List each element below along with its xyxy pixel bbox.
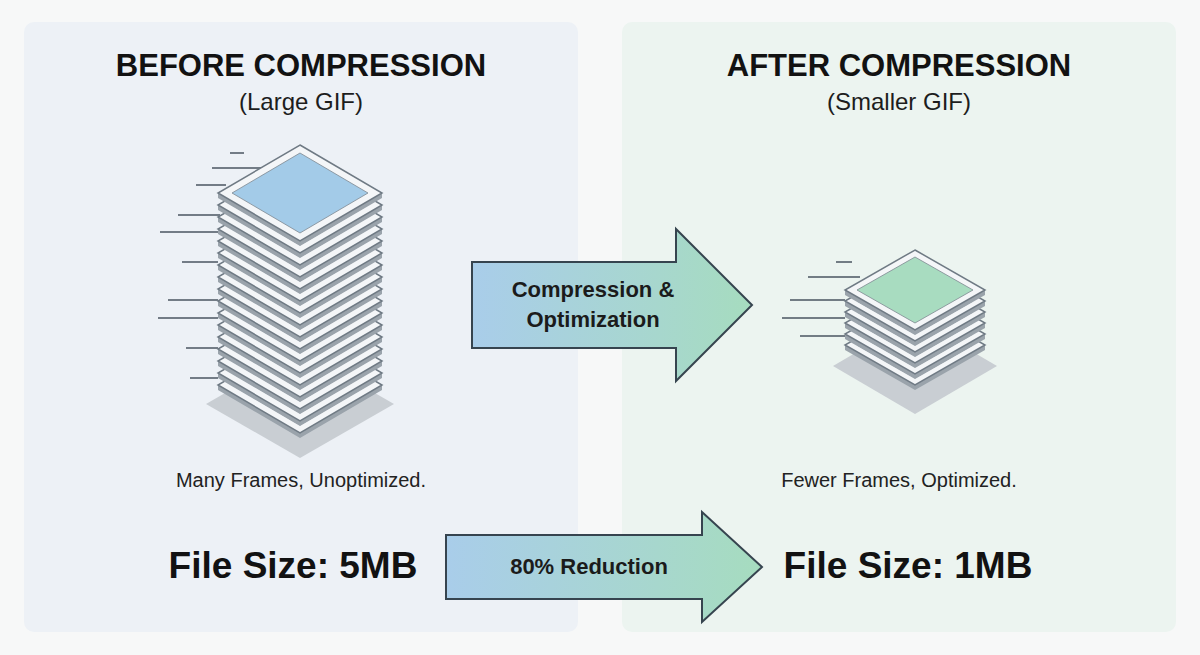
frame-plate <box>218 277 382 378</box>
speed-line <box>190 377 218 379</box>
speed-line <box>782 317 845 319</box>
speed-line <box>182 261 218 263</box>
frame-tint <box>232 201 368 281</box>
stack-shadow <box>206 350 394 458</box>
panel-subheading: (Smaller GIF) <box>622 88 1176 116</box>
frame-plate <box>218 337 382 438</box>
frame-plate <box>218 241 382 342</box>
small-frame-stack <box>833 250 997 414</box>
frame-tint <box>232 165 368 245</box>
frame-tint <box>232 237 368 317</box>
frame-plate <box>845 272 985 357</box>
file-size: File Size: 5MB <box>140 545 446 588</box>
frame-top <box>232 153 368 233</box>
frame-top <box>857 257 973 323</box>
frame-tint <box>232 177 368 257</box>
speed-line <box>836 261 852 263</box>
frame-tint <box>232 321 368 401</box>
frame-tint <box>857 301 973 367</box>
panel-heading: AFTER COMPRESSION <box>622 48 1176 84</box>
frame-tint <box>857 268 973 334</box>
speed-line <box>790 299 845 301</box>
frame-tint <box>857 290 973 356</box>
frame-tint <box>857 279 973 345</box>
arrow-label: 80% Reduction <box>459 552 719 582</box>
speed-line <box>186 347 218 349</box>
frame-plate <box>845 305 985 390</box>
frame-tint <box>232 261 368 341</box>
frame-tint <box>232 285 368 365</box>
speed-line <box>808 276 860 278</box>
frame-plate <box>218 313 382 414</box>
frame-tint <box>232 333 368 413</box>
speed-line <box>160 231 218 233</box>
frame-plate <box>218 265 382 366</box>
frame-plate <box>218 217 382 318</box>
arrow-label: Compression & Optimization <box>493 275 693 334</box>
frame-plate <box>845 283 985 368</box>
frame-plate <box>218 193 382 294</box>
speed-line <box>212 167 262 169</box>
frame-plate <box>845 294 985 379</box>
frame-plate <box>218 205 382 306</box>
file-size-box: File Size: 5MB <box>140 537 446 597</box>
speed-line <box>800 335 845 337</box>
file-size: File Size: 1MB <box>762 545 1054 588</box>
frame-tint <box>232 309 368 389</box>
frame-plate <box>218 157 382 258</box>
speed-line <box>168 299 218 301</box>
frame-plate <box>845 261 985 346</box>
speed-line <box>196 184 226 186</box>
speed-lines <box>158 153 860 378</box>
speed-line <box>230 152 244 154</box>
frame-tint <box>232 249 368 329</box>
frame-plate <box>218 301 382 402</box>
panel-heading: BEFORE COMPRESSION <box>24 48 578 84</box>
speed-line <box>178 214 220 216</box>
frame-tint <box>857 312 973 378</box>
frame-plate <box>218 181 382 282</box>
frame-tint <box>232 273 368 353</box>
frame-tint <box>232 213 368 293</box>
frame-plate <box>845 250 985 335</box>
panel-caption: Many Frames, Unoptimized. <box>24 469 578 492</box>
frame-tint <box>232 225 368 305</box>
block-arrow <box>446 512 762 622</box>
frame-plate <box>218 289 382 390</box>
frame-plate <box>218 145 382 246</box>
after-panel: AFTER COMPRESSION (Smaller GIF) Fewer Fram… <box>622 22 1176 632</box>
block-arrow <box>472 229 752 381</box>
file-size-box: File Size: 1MB <box>762 537 1054 597</box>
frame-plate <box>218 253 382 354</box>
frame-tint <box>232 189 368 269</box>
stack-shadow <box>833 318 997 414</box>
before-panel: BEFORE COMPRESSION (Large GIF) Many Frames… <box>24 22 578 632</box>
frame-plate <box>218 169 382 270</box>
speed-line <box>158 317 218 319</box>
large-frame-stack <box>206 145 394 458</box>
frame-tint <box>232 345 368 425</box>
frame-plate <box>218 229 382 330</box>
panel-subheading: (Large GIF) <box>24 88 578 116</box>
frame-plate <box>218 325 382 426</box>
panel-caption: Fewer Frames, Optimized. <box>622 469 1176 492</box>
frame-tint <box>232 297 368 377</box>
